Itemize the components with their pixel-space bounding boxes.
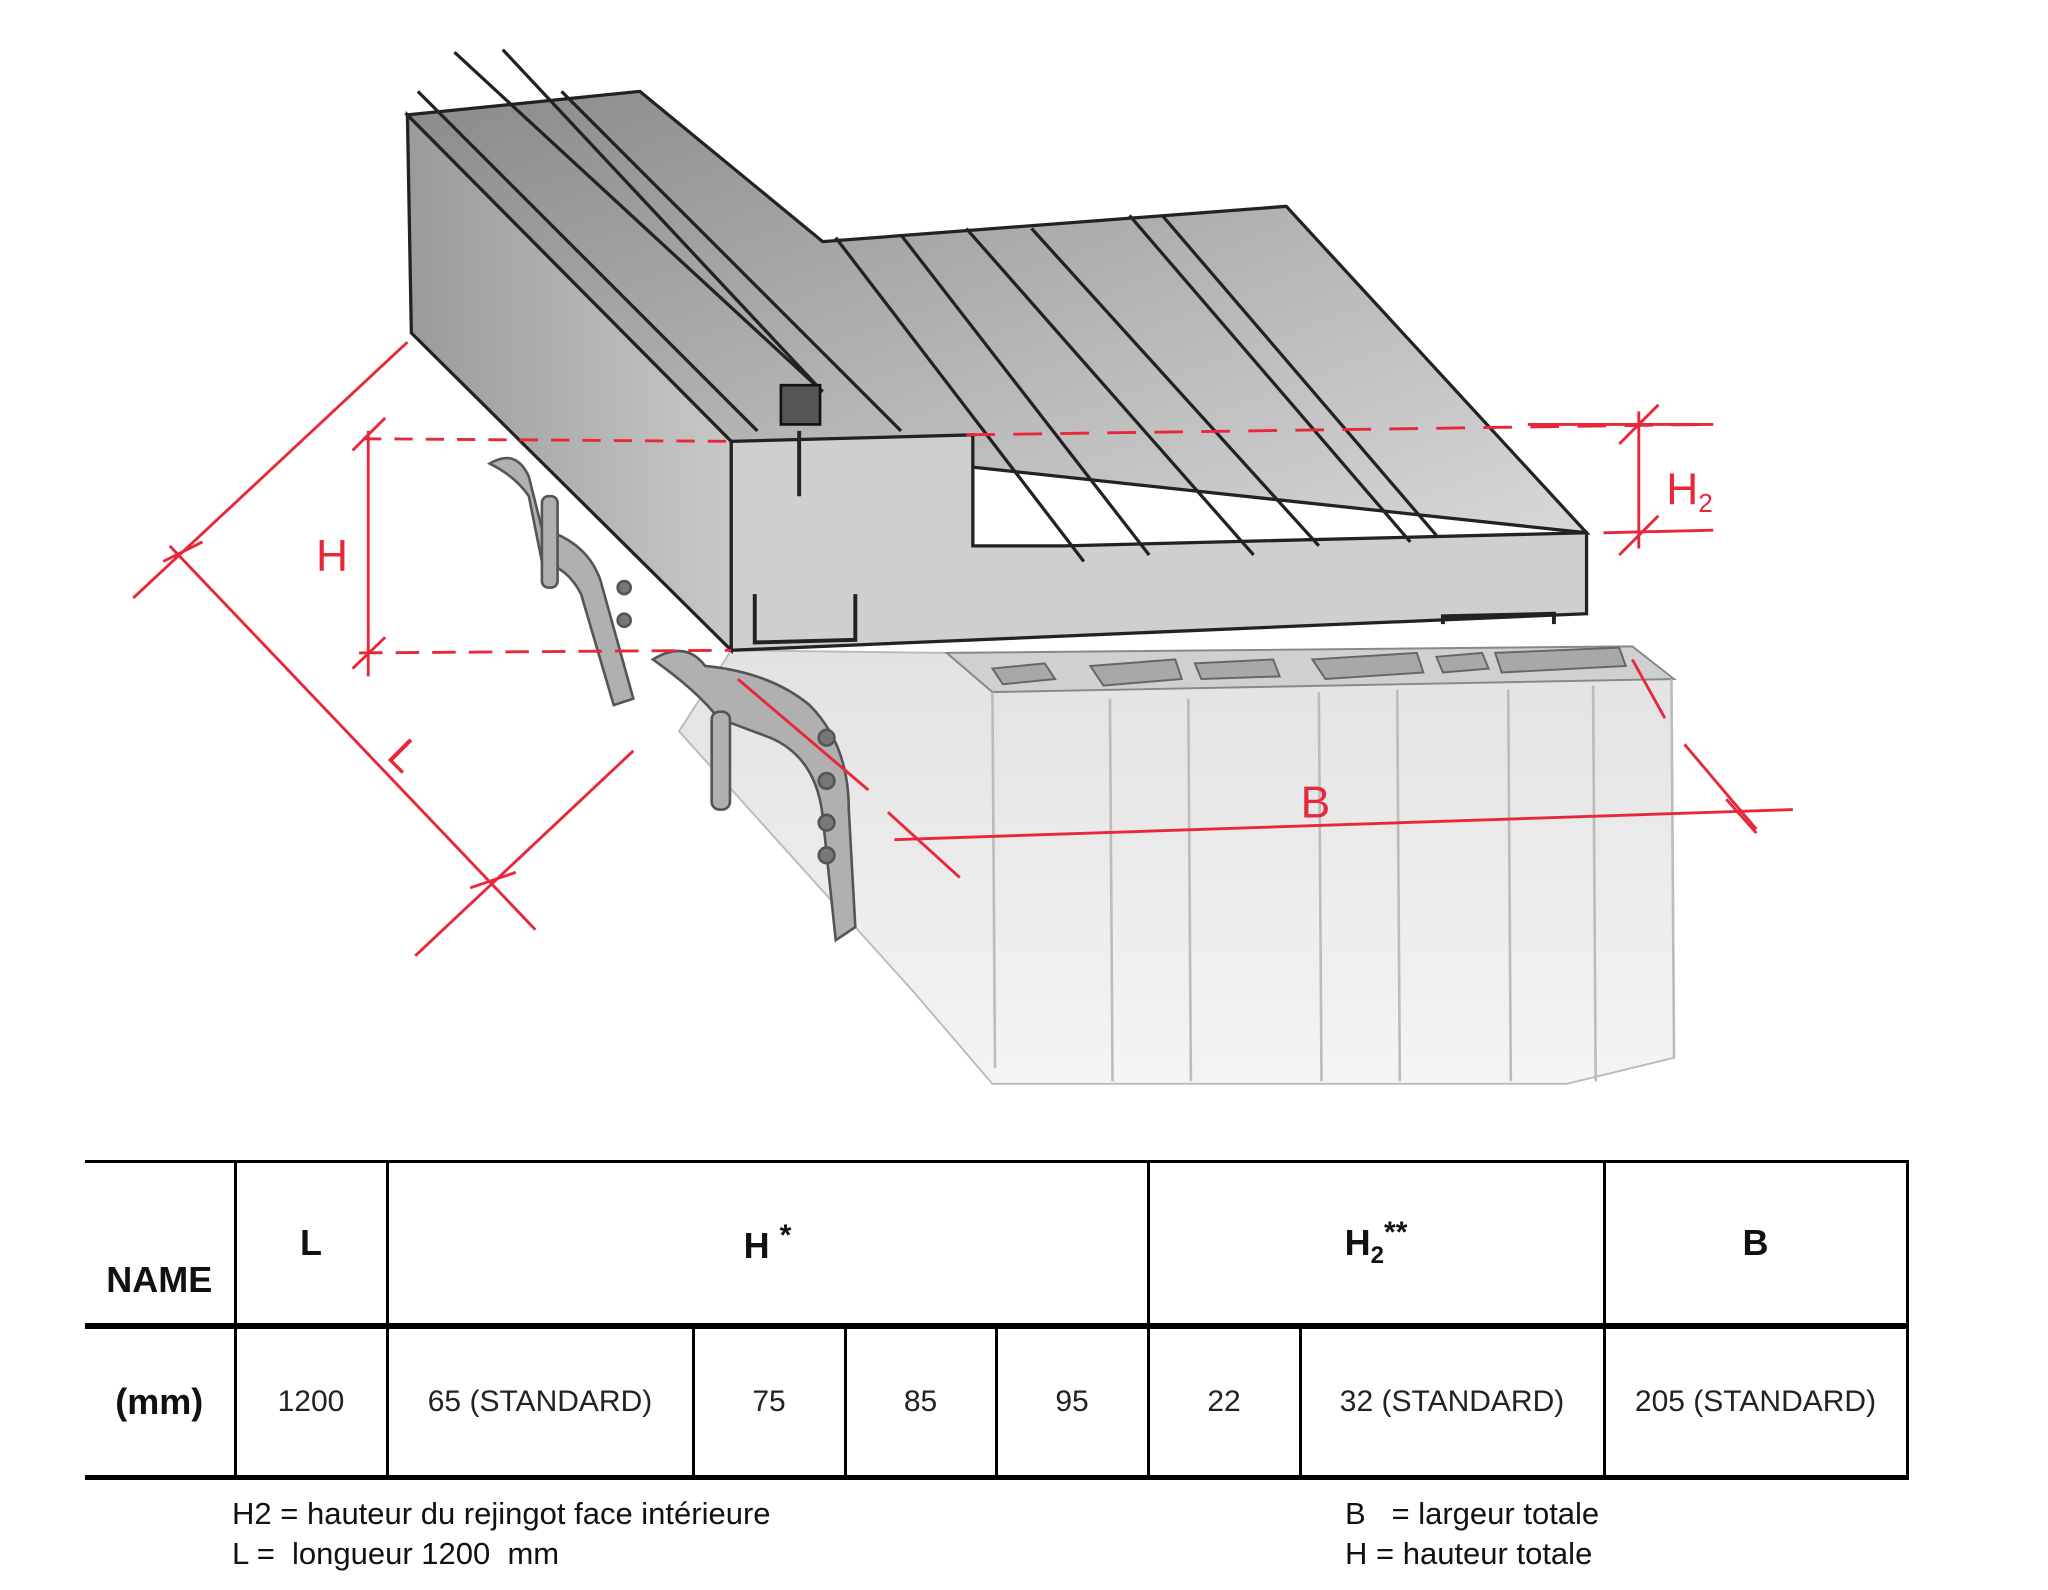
label-h: H: [316, 532, 348, 581]
l-value: 1200: [233, 1324, 389, 1480]
header-h2: H2**: [1146, 1160, 1606, 1328]
header-l: L: [233, 1160, 389, 1328]
dimensions-table: NAME L H * H2** B (mm) 1200 65 (STANDARD…: [85, 1160, 1909, 1480]
h2-value: 32 (STANDARD): [1298, 1324, 1606, 1480]
header-name: NAME: [85, 1160, 237, 1328]
note-b: B = largeur totale: [1345, 1496, 1600, 1531]
lower-block: [677, 645, 1677, 1085]
h-value: 95: [994, 1324, 1150, 1480]
h2-value: 22: [1146, 1324, 1302, 1480]
header-h: H *: [385, 1160, 1150, 1328]
dimension-lines: [132, 341, 1793, 957]
table-header-row: NAME L H * H2** B: [85, 1160, 1909, 1328]
sill-block: [403, 48, 1591, 655]
label-h2: H2: [1666, 465, 1713, 518]
header-b: B: [1602, 1160, 1909, 1328]
h-value: 75: [691, 1324, 847, 1480]
table-row: (mm) 1200 65 (STANDARD) 75 85 95 22 32 (…: [85, 1324, 1909, 1480]
label-b: B: [1301, 778, 1331, 827]
b-value: 205 (STANDARD): [1602, 1324, 1909, 1480]
note-l: L = longueur 1200 mm: [232, 1536, 560, 1571]
anchor-brackets: [486, 456, 857, 943]
unit-cell: (mm): [85, 1324, 237, 1480]
h-value: 85: [843, 1324, 998, 1480]
h-value: 65 (STANDARD): [385, 1324, 695, 1480]
technical-drawing: H H2 L B: [132, 48, 1793, 1085]
note-h2: H2 = hauteur du rejingot face intérieure: [232, 1496, 771, 1531]
note-h: H = hauteur totale: [1345, 1536, 1593, 1571]
